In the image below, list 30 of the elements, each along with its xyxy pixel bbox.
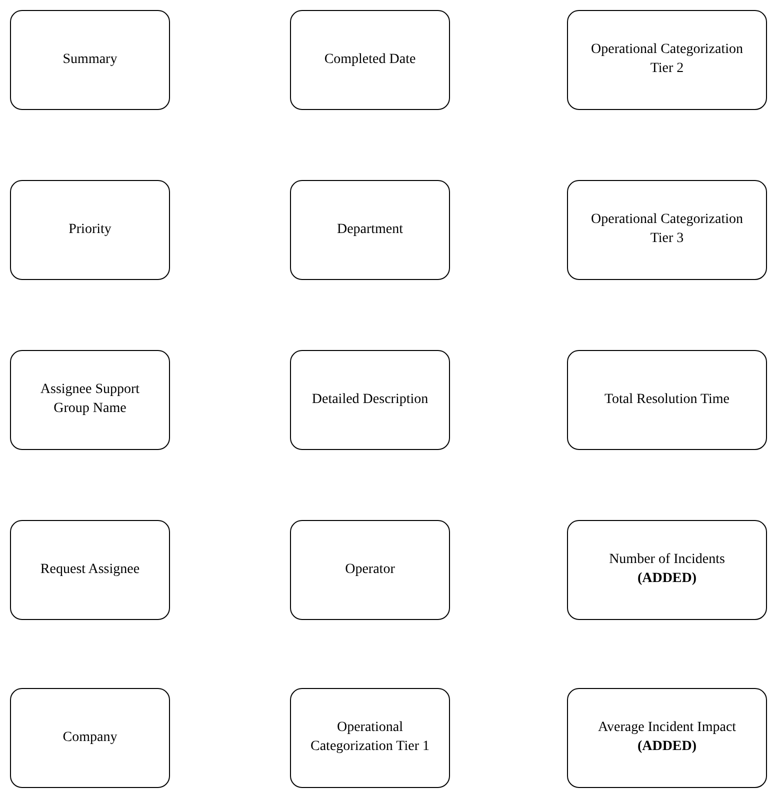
field-box	[567, 350, 767, 450]
field-box	[290, 10, 450, 110]
field-label: Operational Categorization Tier 3	[590, 211, 744, 248]
field-label: Operational Categorization Tier 1	[310, 719, 430, 756]
field-box	[567, 520, 767, 620]
field-label: Department	[336, 220, 404, 239]
field-label: Request Assignee	[40, 560, 140, 579]
field-box	[290, 688, 450, 788]
field-box	[290, 350, 450, 450]
field-label: Company	[62, 728, 118, 747]
field-box	[10, 688, 170, 788]
field-box	[290, 180, 450, 280]
field-label: Average Incident Impact (ADDED)	[598, 719, 736, 756]
field-label: Number of Incidents (ADDED)	[609, 551, 725, 588]
field-box	[10, 520, 170, 620]
field-box	[10, 350, 170, 450]
field-box	[567, 10, 767, 110]
field-box	[567, 180, 767, 280]
field-label: Total Resolution Time	[604, 390, 730, 409]
field-label: Assignee Support Group Name	[39, 381, 141, 418]
field-box	[290, 520, 450, 620]
field-label: Operational Categorization Tier 2	[590, 41, 744, 78]
field-box	[10, 180, 170, 280]
field-box	[567, 688, 767, 788]
field-label: Summary	[62, 50, 118, 69]
field-box	[10, 10, 170, 110]
field-label: Detailed Description	[312, 390, 428, 409]
field-label: Priority	[68, 220, 112, 239]
field-label: Completed Date	[324, 50, 416, 69]
field-label: Operator	[345, 560, 395, 579]
